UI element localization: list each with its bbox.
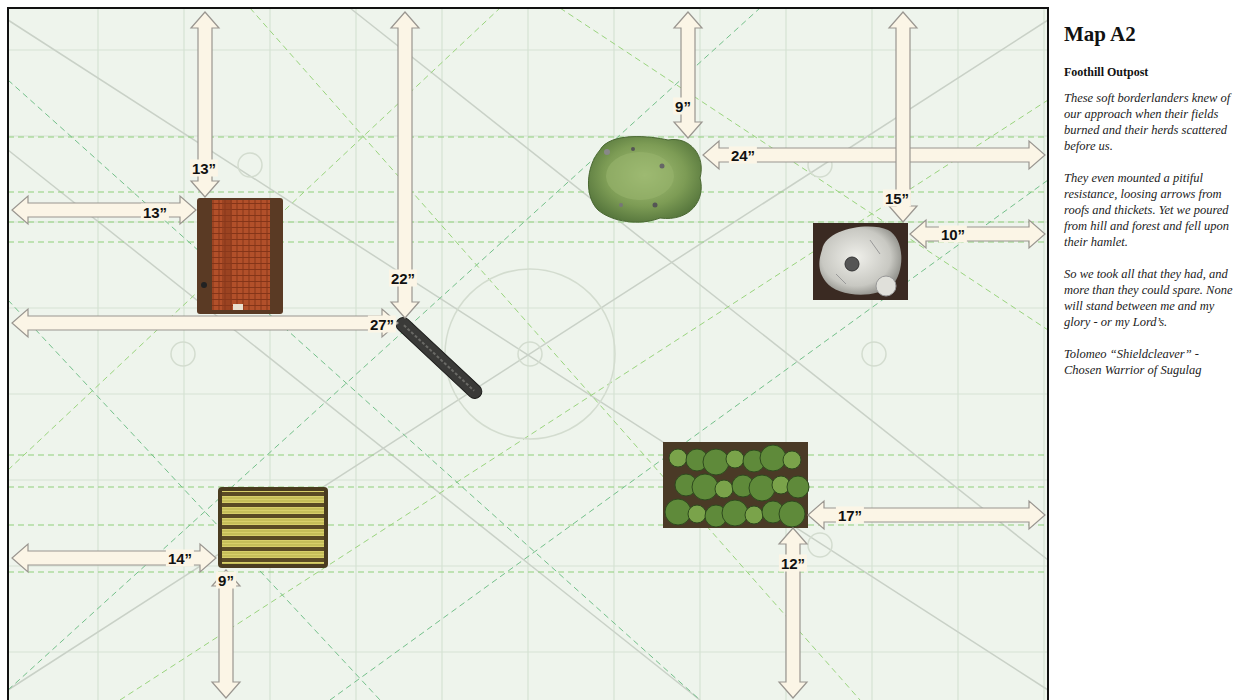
distance-label: 17”	[836, 507, 864, 524]
distance-arrow	[674, 12, 702, 138]
map-title: Map A2	[1064, 22, 1236, 47]
distance-arrow	[12, 544, 216, 572]
distance-label: 9”	[216, 572, 236, 589]
distance-label: 12”	[779, 555, 807, 572]
hill	[588, 137, 701, 223]
distance-label: 24”	[729, 147, 757, 164]
distance-label: 14”	[166, 550, 194, 567]
flavour-text: They even mounted a pitiful resistance, …	[1064, 170, 1236, 250]
flavour-text: So we took all that they had, and more t…	[1064, 266, 1236, 330]
distance-label: 13”	[141, 204, 169, 221]
crop-field	[218, 487, 328, 568]
distance-arrow	[808, 501, 1045, 529]
distance-label: 13”	[190, 160, 218, 177]
map-border	[8, 8, 1048, 700]
forest	[663, 442, 809, 528]
distance-arrow	[212, 570, 240, 698]
grid-lines	[8, 8, 1048, 700]
distance-arrow	[12, 309, 398, 337]
flavour-text: Tolomeo “Shieldcleaver” - Chosen Warrior…	[1064, 346, 1236, 378]
side-panel: Map A2 Foothill OutpostThese soft borderl…	[1064, 22, 1236, 394]
distance-label: 15”	[883, 190, 911, 207]
distance-arrow	[12, 196, 196, 224]
distance-arrow	[779, 528, 807, 698]
distance-arrow	[910, 220, 1045, 248]
guide-lines	[8, 8, 1048, 700]
distance-label: 10”	[939, 226, 967, 243]
table-ground	[8, 8, 1048, 700]
distance-label: 9”	[673, 98, 693, 115]
distance-label: 22”	[389, 270, 417, 287]
wall-segment	[393, 315, 484, 402]
distance-arrows	[12, 12, 1045, 698]
distance-arrow	[703, 141, 1045, 169]
map-subtitle: Foothill Outpost	[1064, 65, 1236, 80]
barn-building	[197, 198, 283, 314]
distance-label: 27”	[368, 316, 396, 333]
ruined-tower	[813, 223, 908, 300]
flavour-text: These soft borderlanders knew of our app…	[1064, 90, 1236, 154]
